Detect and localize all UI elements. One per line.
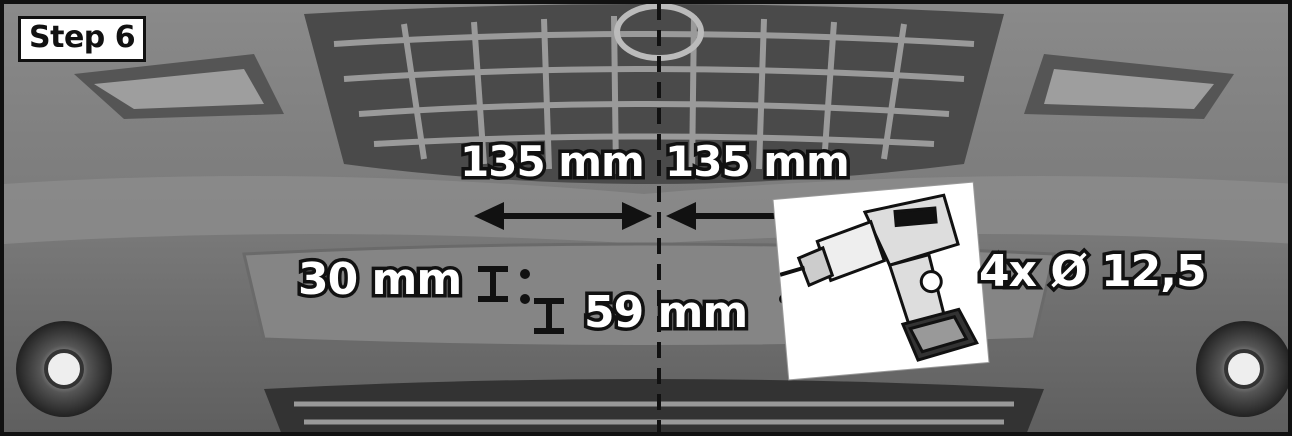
hole-diameter-label: 4x Ø 12,5 xyxy=(976,243,1211,301)
step-label: Step 6 xyxy=(18,16,147,62)
power-drill-icon xyxy=(773,182,989,380)
double-arrow-icon xyxy=(474,202,794,230)
bumper-photo xyxy=(4,4,1288,432)
grille-bars xyxy=(333,15,975,175)
dimension-label-right: 135 mm xyxy=(662,134,854,190)
dimension-label-left: 135 mm xyxy=(457,134,649,190)
dimension-label-59: 59 mm xyxy=(580,284,751,342)
dimension-marker-59 xyxy=(534,298,564,334)
dimension-marker-30 xyxy=(478,266,508,302)
dimension-label-30: 30 mm xyxy=(294,251,465,309)
